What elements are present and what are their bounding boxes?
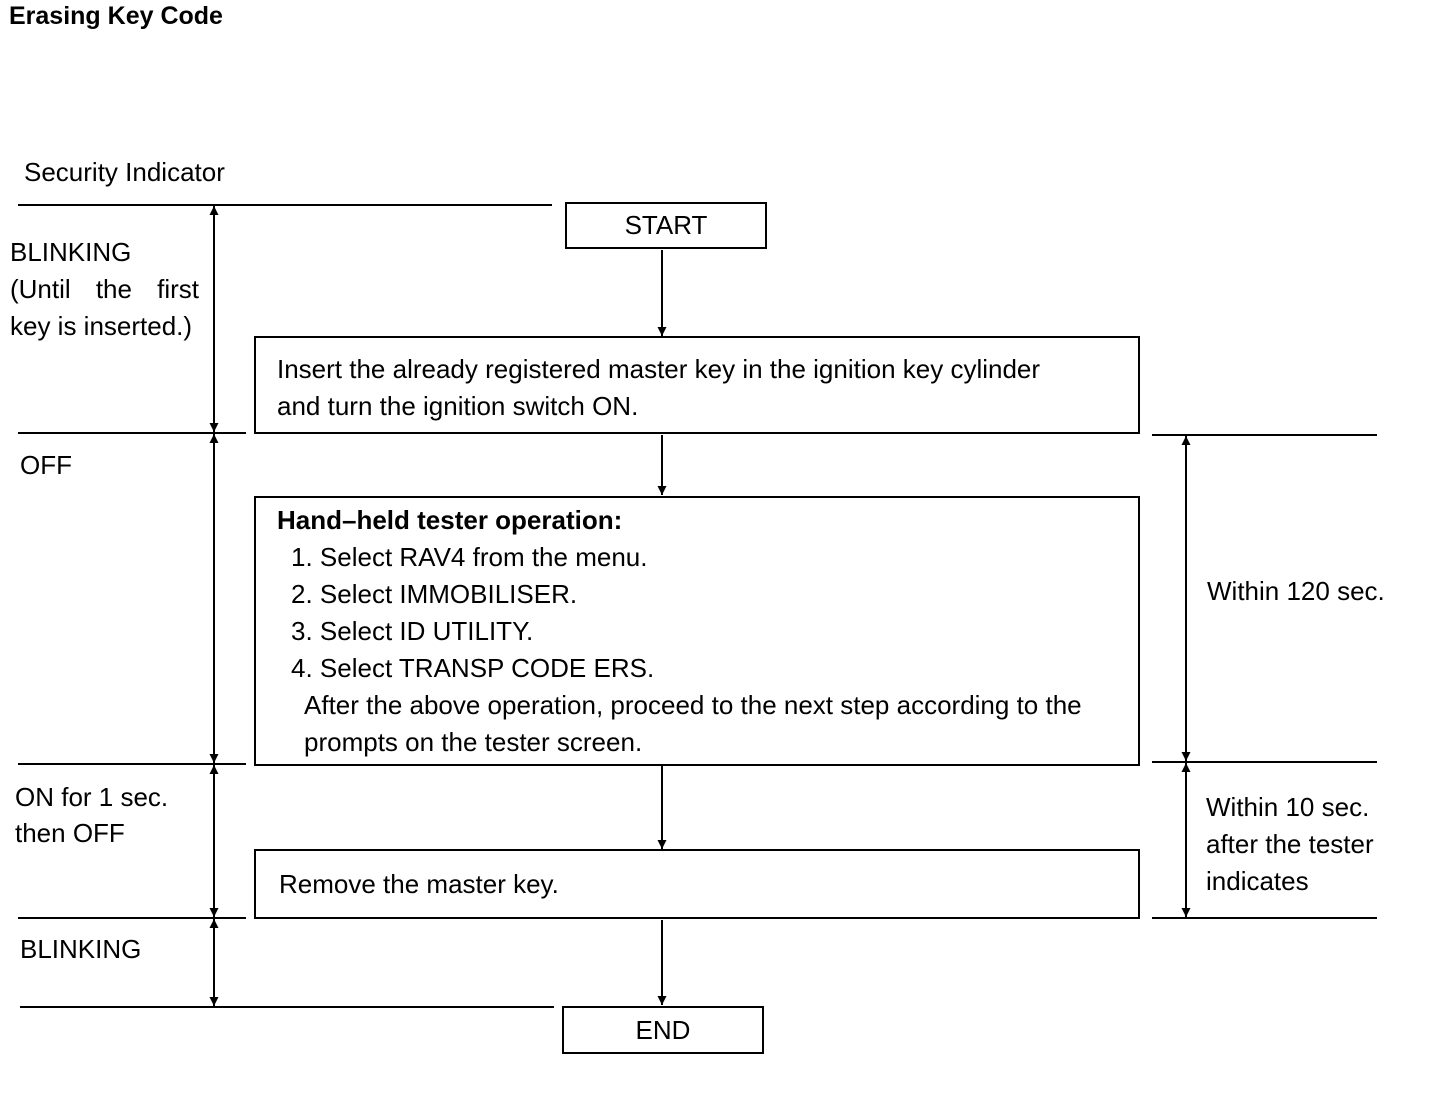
step2-item-1: 1. Select RAV4 from the menu. xyxy=(291,542,648,572)
state-blinking-note-line1: (Until the first xyxy=(10,271,199,308)
state-blinking-2-label: BLINKING xyxy=(20,934,142,964)
start-box: START xyxy=(565,202,767,249)
step1-box: Insert the already registered master key… xyxy=(254,336,1140,434)
timing-10-line2: after the tester xyxy=(1206,829,1374,859)
step1-line1: Insert the already registered master key… xyxy=(277,354,1041,384)
timing-10-line1: Within 10 sec. xyxy=(1206,792,1370,822)
step2-item-2: 2. Select IMMOBILISER. xyxy=(291,579,578,609)
timing-10-line3: indicates xyxy=(1206,866,1309,896)
timing-120-label: Within 120 sec. xyxy=(1207,576,1385,606)
step2-heading: Hand–held tester operation: xyxy=(277,505,623,535)
note-word: the xyxy=(95,274,132,304)
step1-line2: and turn the ignition switch ON. xyxy=(277,391,639,421)
end-box: END xyxy=(562,1006,764,1054)
page-title: Erasing Key Code xyxy=(9,2,223,30)
indicator-header: Security Indicator xyxy=(24,157,225,187)
state-blinking-note-line2: key is inserted.) xyxy=(10,311,193,341)
step3-label: Remove the master key. xyxy=(279,869,559,899)
step2-item-4: 4. Select TRANSP CODE ERS. xyxy=(291,653,655,683)
step2-after-line2: prompts on the tester screen. xyxy=(304,727,643,757)
step2-item-3: 3. Select ID UTILITY. xyxy=(291,616,534,646)
step3-box: Remove the master key. xyxy=(254,849,1140,919)
step2-after-line1: After the above operation, proceed to th… xyxy=(304,690,1082,720)
state-on-line2: then OFF xyxy=(15,818,125,848)
state-off-label: OFF xyxy=(20,450,72,480)
state-blinking-label: BLINKING xyxy=(10,237,132,267)
start-label: START xyxy=(624,210,708,240)
state-on-line1: ON for 1 sec. xyxy=(15,782,169,812)
step2-box: Hand–held tester operation: 1. Select RA… xyxy=(254,496,1140,766)
end-label: END xyxy=(635,1014,691,1045)
note-word: first xyxy=(157,274,199,304)
note-word: (Until xyxy=(10,274,71,304)
